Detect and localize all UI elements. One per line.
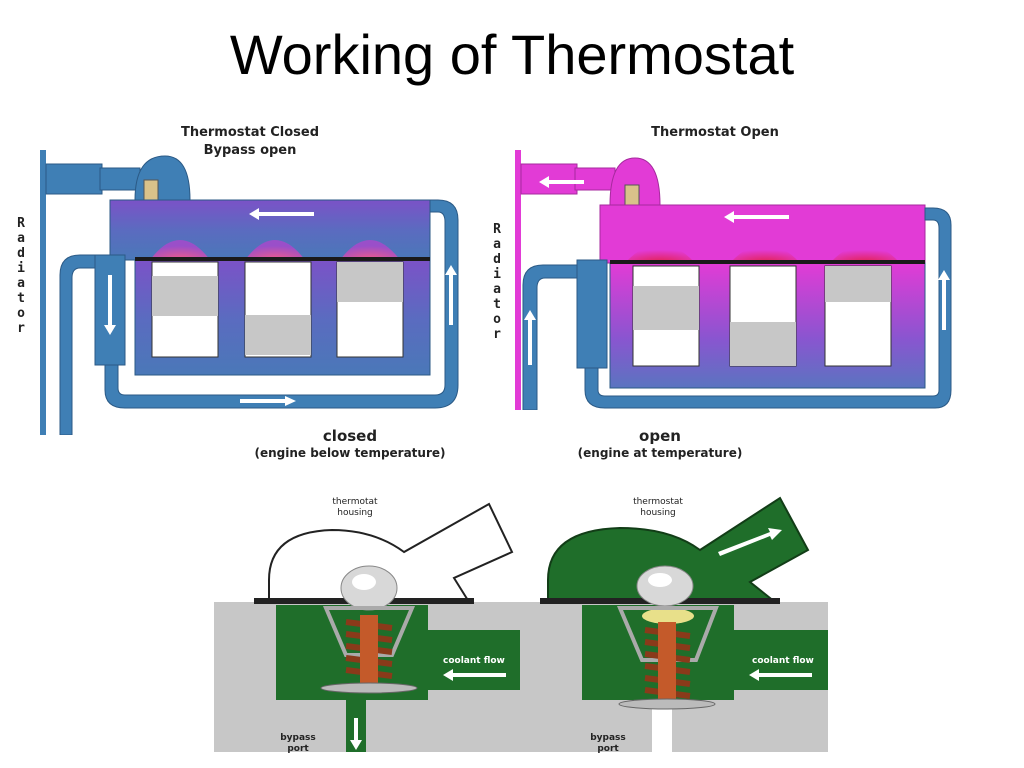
radiator-label-left: R a d i a t o r [17,216,25,336]
closed-subcaption: (engine below temperature) [254,446,446,460]
closed-housing-label-2: housing [337,508,373,518]
closed-coolant-label: coolant flow [443,656,505,666]
open-state-label: Thermostat Open [651,125,779,140]
radiator-label-right: R a d i a t o r [493,222,501,342]
closed-caption: closed [322,427,378,445]
slide-title: Working of Thermostat [229,23,795,86]
open-thermostat-cutaway [520,496,828,752]
open-bypass-label-1: bypass [590,733,626,743]
closed-thermostat-cutaway [214,502,520,752]
open-housing-label-2: housing [640,508,676,518]
open-bypass-label-2: port [597,744,619,754]
closed-engine-diagram [40,150,459,435]
open-caption: open [639,427,681,445]
open-coolant-label: coolant flow [752,656,814,666]
open-subcaption: (engine at temperature) [577,446,743,460]
closed-bypass-label-1: bypass [280,733,316,743]
closed-state-label-2: Bypass open [203,143,297,158]
closed-state-label-1: Thermostat Closed [180,125,320,140]
open-engine-diagram [515,150,955,422]
open-housing-label-1: thermostat [633,497,683,507]
closed-housing-label-1: thermotat [332,497,378,507]
closed-bypass-label-2: port [287,744,309,754]
